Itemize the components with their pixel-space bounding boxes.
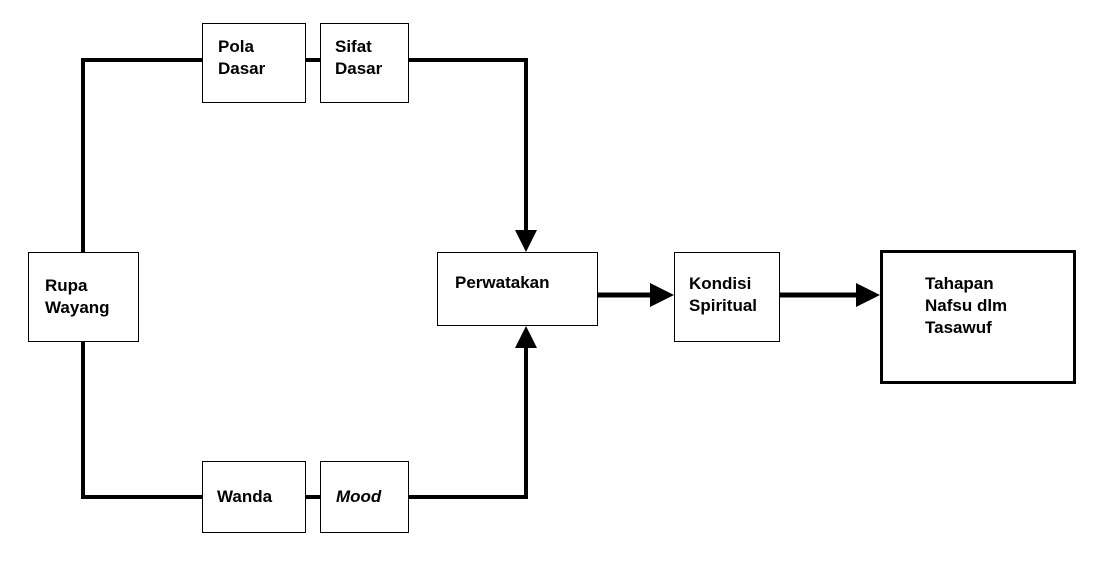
connector-mood-to-perwatakan	[409, 346, 528, 499]
node-kondisi-spiritual-line2: Spiritual	[689, 296, 758, 315]
connector-rupa-to-wanda	[81, 342, 202, 499]
node-perwatakan-line1: Perwatakan	[455, 273, 550, 292]
node-wanda: Wanda	[202, 461, 306, 533]
arrowhead-into-perwatakan-top	[515, 230, 537, 252]
node-rupa-wayang-line2: Wayang	[45, 298, 110, 317]
node-sifat-dasar-line2: Dasar	[335, 59, 383, 78]
node-tahapan-nafsu-line3: Tasawuf	[925, 318, 992, 337]
arrowhead-into-perwatakan-bottom	[515, 326, 537, 348]
node-rupa-wayang-line1: Rupa	[45, 276, 88, 295]
connector-sifat-to-perwatakan	[409, 58, 528, 232]
node-kondisi-spiritual-line1: Kondisi	[689, 274, 752, 293]
node-pola-dasar-line1: Pola	[218, 37, 254, 56]
node-pola-dasar-line2: Dasar	[218, 59, 266, 78]
figure-caption	[40, 538, 1057, 562]
arrowhead-into-tahapan	[856, 283, 880, 307]
node-sifat-dasar-line1: Sifat	[335, 37, 372, 56]
node-tahapan-nafsu-line1: Tahapan	[925, 274, 994, 293]
node-perwatakan: Perwatakan	[437, 252, 598, 326]
node-tahapan-nafsu: Tahapan Nafsu dlm Tasawuf	[880, 250, 1076, 384]
node-wanda-line1: Wanda	[217, 487, 273, 506]
node-kondisi-spiritual: Kondisi Spiritual	[674, 252, 780, 342]
arrowhead-into-kondisi	[650, 283, 674, 307]
node-mood: Mood	[320, 461, 409, 533]
node-pola-dasar: Pola Dasar	[202, 23, 306, 103]
connector-rupa-to-pola	[81, 58, 202, 252]
node-sifat-dasar: Sifat Dasar	[320, 23, 409, 103]
node-rupa-wayang: Rupa Wayang	[28, 252, 139, 342]
node-tahapan-nafsu-line2: Nafsu dlm	[925, 296, 1008, 315]
node-mood-line1: Mood	[336, 487, 382, 506]
